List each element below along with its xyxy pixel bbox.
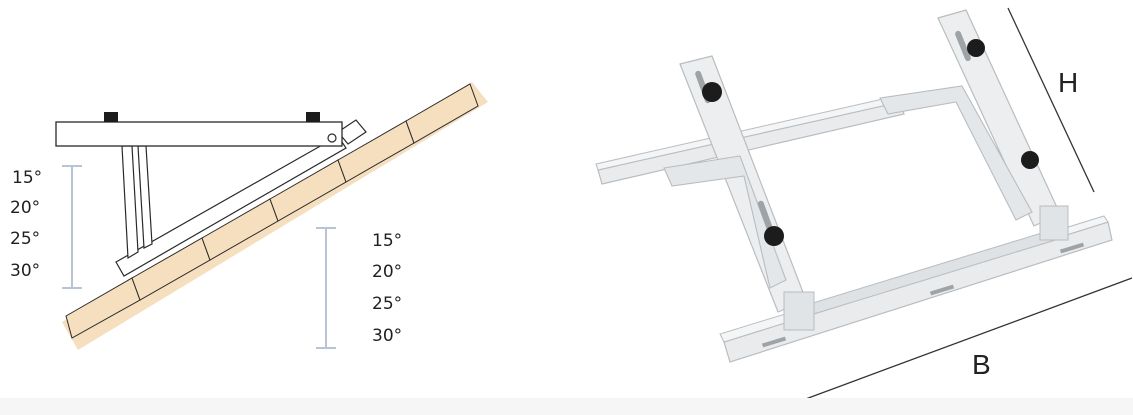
- left-angle-scale: 15° 20° 25° 30°: [10, 165, 82, 289]
- base-rail-slots: [761, 242, 1085, 348]
- dimension-line-height: [1007, 7, 1095, 193]
- knob-right-lower-icon: [1021, 151, 1039, 169]
- right-angle-15: 15°: [372, 231, 402, 251]
- rail-latch: [337, 119, 367, 145]
- right-angle-20: 20°: [372, 262, 402, 282]
- panel-clamp-left: [104, 112, 118, 122]
- roof-tile-6: [405, 83, 479, 144]
- bracket-product-picture: H B: [595, 7, 1133, 411]
- roof-tiles: [65, 83, 479, 339]
- left-brace: [663, 155, 787, 289]
- right-brace: [879, 85, 1033, 221]
- right-angle-30: 30°: [372, 326, 402, 346]
- right-foot: [1039, 205, 1069, 241]
- roof-mount-diagram: 15° 20° 25° 30° 15° 20° 25° 30°: [10, 82, 488, 350]
- left-angle-25: 25°: [10, 229, 40, 249]
- left-brace-slot: [757, 200, 773, 230]
- knob-left-top-icon: [702, 82, 722, 102]
- knob-left-lower-icon: [764, 226, 784, 246]
- support-legs: [121, 145, 153, 260]
- hinge-bolt: [327, 133, 337, 143]
- right-angle-25: 25°: [372, 294, 402, 314]
- knob-right-top-icon: [967, 39, 985, 57]
- support-leg-back: [137, 145, 153, 249]
- right-arm-slot: [955, 30, 971, 62]
- support-leg-front: [121, 145, 139, 260]
- roof-rail: [115, 135, 347, 277]
- left-angle-30: 30°: [10, 261, 40, 281]
- dimension-line-base: [775, 277, 1133, 411]
- right-arm: [937, 9, 1061, 227]
- bottom-strip: [0, 398, 1133, 415]
- base-slot-3: [1059, 242, 1085, 254]
- left-angle-20: 20°: [10, 198, 40, 218]
- right-angle-scale: 15° 20° 25° 30°: [316, 227, 402, 349]
- base-slot-2: [929, 284, 955, 296]
- dimension-height-label: H: [1058, 67, 1078, 98]
- dimension-base-label: B: [972, 349, 991, 380]
- inner-rail: [789, 227, 1063, 321]
- adjustment-knobs: [702, 39, 1039, 246]
- left-foot: [783, 291, 815, 331]
- left-angle-15: 15°: [12, 168, 42, 188]
- solar-panel: [55, 121, 343, 147]
- panel-clamp-right: [306, 112, 320, 122]
- base-slot-1: [761, 336, 787, 348]
- left-arm: [679, 55, 807, 313]
